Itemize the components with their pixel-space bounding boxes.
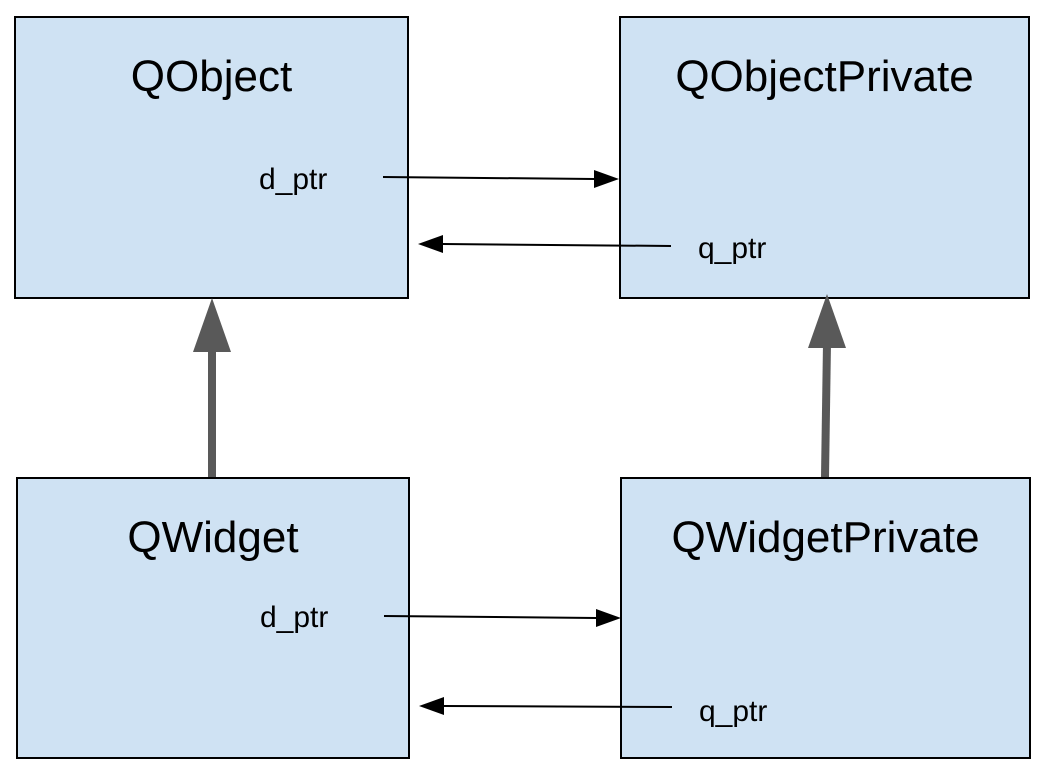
inheritance-arrows (193, 294, 846, 478)
qobjectprivate-title: QObjectPrivate (675, 52, 974, 101)
qobjectprivate-class-box: QObjectPrivate q_ptr (619, 16, 1030, 299)
qwidgetprivate-title: QWidgetPrivate (671, 513, 980, 562)
qobject-d-ptr-label: d_ptr (259, 163, 328, 196)
qobject-class-box: QObject d_ptr (14, 16, 409, 299)
qwidget-class-box: QWidget d_ptr (16, 477, 410, 759)
qobjectprivate-q-ptr-label: q_ptr (698, 232, 767, 265)
qwidget-d-ptr-arrow (383, 609, 621, 627)
qwidgetprivate-inherits-qobjectprivate-arrow (808, 294, 846, 478)
qwidgetprivate-q-ptr-label: q_ptr (699, 695, 768, 728)
qobject-title: QObject (130, 52, 293, 101)
qwidget-inherits-qobject-arrow (193, 298, 231, 477)
qwidget-d-ptr-label: d_ptr (260, 601, 329, 634)
qwidgetprivate-class-box: QWidgetPrivate q_ptr (620, 477, 1031, 759)
qobject-d-ptr-arrow (382, 170, 619, 188)
qwidget-title: QWidget (127, 513, 299, 562)
